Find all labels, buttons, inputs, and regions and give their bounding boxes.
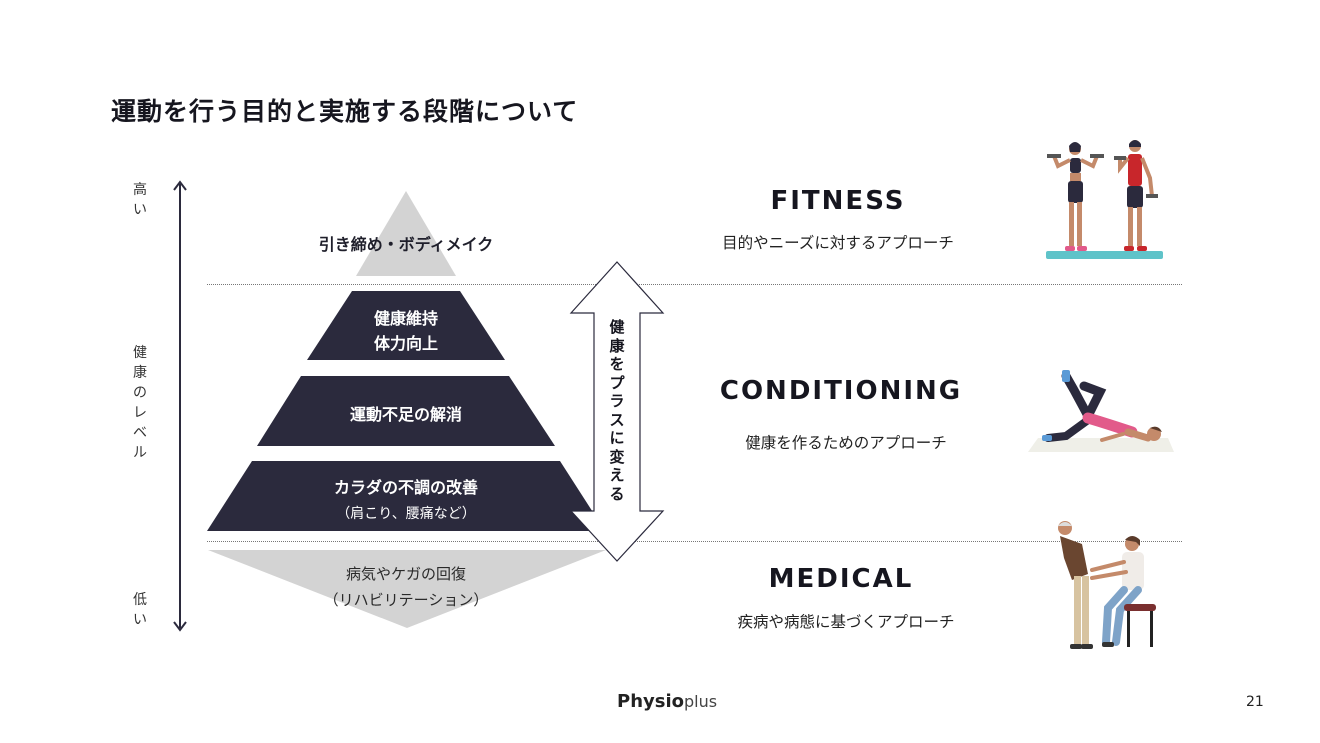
inverted-bottom-shape: [208, 550, 606, 628]
logo-main: Physio: [617, 691, 684, 712]
double-arrow-shape: [569, 261, 665, 562]
page-title: 運動を行う目的と実施する段階について: [111, 97, 579, 126]
medical-illustration: [1058, 521, 1156, 649]
bottom-line2: （リハビリテーション）: [323, 591, 489, 609]
pyramid-tier3-label: カラダの不調の改善 （肩こり、腰痛など）: [256, 474, 556, 528]
inverted-bottom-label: 病気やケガの回復 （リハビリテーション）: [256, 561, 556, 613]
bottom-line1: 病気やケガの回復: [345, 565, 466, 583]
pyramid-top-shape: [356, 191, 456, 276]
axis-label-low: 低い: [133, 592, 147, 628]
vertical-axis-arrow: [173, 180, 187, 632]
double-arrow-label: 健康をプラスに変える: [609, 318, 625, 503]
divider-top: [207, 284, 1182, 285]
axis-label-health-level: 健康のレベル: [133, 345, 147, 461]
pyramid-top-label: 引き締め・ボディメイク: [318, 235, 494, 254]
pyramid-tier1-shape: [307, 291, 505, 360]
divider-bottom: [207, 541, 1182, 542]
tier3-line1: カラダの不調の改善: [333, 478, 478, 497]
tier1-line1: 健康維持: [373, 309, 438, 328]
pyramid-tier3-shape: [207, 461, 605, 531]
axis-label-high: 高い: [133, 182, 147, 218]
fitness-illustration: [1046, 140, 1163, 259]
footer-logo: Physioplus: [617, 691, 717, 712]
tier3-line2: （肩こり、腰痛など）: [336, 506, 476, 522]
medical-description: 疾病や病態に基づくアプローチ: [737, 613, 955, 631]
fitness-heading: FITNESS: [770, 186, 906, 216]
tier1-line2: 体力向上: [373, 334, 438, 353]
fitness-description: 目的やニーズに対するアプローチ: [722, 234, 954, 252]
conditioning-illustration: [1028, 370, 1174, 452]
medical-heading: MEDICAL: [768, 564, 914, 594]
pyramid-tier2-shape: [257, 376, 555, 446]
conditioning-description: 健康を作るためのアプローチ: [745, 434, 947, 452]
pyramid-tier1-label: 健康維持 体力向上: [306, 306, 506, 356]
logo-sub: plus: [684, 692, 718, 711]
conditioning-heading: CONDITIONING: [719, 376, 963, 406]
pyramid-tier2-label: 運動不足の解消: [349, 405, 462, 424]
page-number: 21: [1246, 694, 1264, 710]
